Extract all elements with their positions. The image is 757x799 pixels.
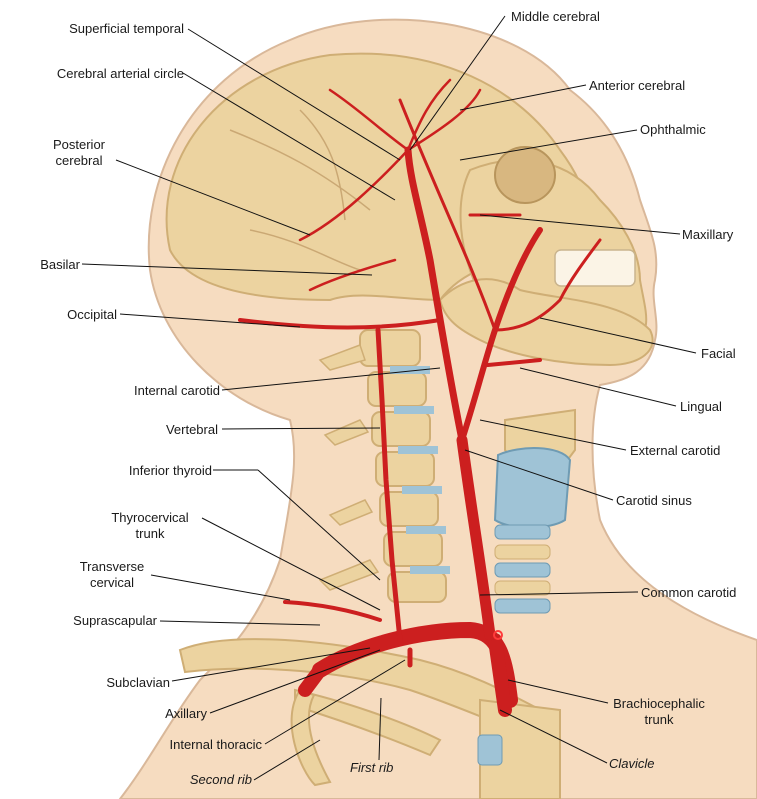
label-suprascapular: Suprascapular (73, 613, 157, 628)
label-transverse-cervical-line2: cervical (89, 575, 135, 590)
larynx-trachea (493, 408, 576, 614)
leader-lines (81, 15, 697, 781)
label-maxillary: Maxillary (682, 227, 734, 242)
costal-cartilage (477, 734, 503, 766)
label-vertebral: Vertebral (165, 422, 218, 437)
label-common-carotid: Common carotid (641, 585, 737, 600)
label-posterior-cerebral-line2: cerebral (55, 153, 103, 168)
label-thyrocervical-line2: trunk (135, 526, 165, 541)
label-internal-thoracic: Internal thoracic (169, 737, 263, 752)
label-brachiocephalic-line2: trunk (644, 712, 674, 727)
label-transverse-cervical-line1: Transverse (79, 559, 145, 574)
teeth (554, 249, 636, 287)
label-axillary: Axillary (165, 706, 207, 721)
label-inferior-thyroid: Inferior thyroid (128, 463, 212, 478)
label-ophthalmic: Ophthalmic (640, 122, 706, 137)
label-brachiocephalic-line1: Brachiocephalic (613, 696, 705, 711)
orbit (494, 146, 556, 204)
label-occipital: Occipital (67, 307, 117, 322)
marker-dot (493, 630, 503, 640)
first-rib-bone (294, 688, 442, 757)
sternum (479, 698, 561, 799)
label-facial: Facial (701, 346, 736, 361)
label-thyrocervical-line1: Thyrocervical (111, 510, 189, 525)
label-lingual: Lingual (680, 399, 722, 414)
label-external-carotid: External carotid (630, 443, 721, 458)
label-superficial-temporal: Superficial temporal (69, 21, 184, 36)
label-basilar: Basilar (40, 257, 80, 272)
label-middle-cerebral: Middle cerebral (511, 9, 600, 24)
label-posterior-cerebral-line1: Posterior (52, 137, 106, 152)
label-carotid-sinus: Carotid sinus (616, 493, 692, 508)
label-internal-carotid: Internal carotid (134, 383, 220, 398)
second-rib-bone (290, 688, 332, 787)
label-first-rib: First rib (350, 760, 394, 775)
label-subclavian: Subclavian (106, 675, 170, 690)
label-second-rib: Second rib (189, 772, 252, 787)
suture-lines (229, 109, 371, 271)
label-anterior-cerebral: Anterior cerebral (589, 78, 686, 93)
label-clavicle: Clavicle (609, 756, 655, 771)
label-cerebral-arterial-circle: Cerebral arterial circle (56, 66, 184, 81)
